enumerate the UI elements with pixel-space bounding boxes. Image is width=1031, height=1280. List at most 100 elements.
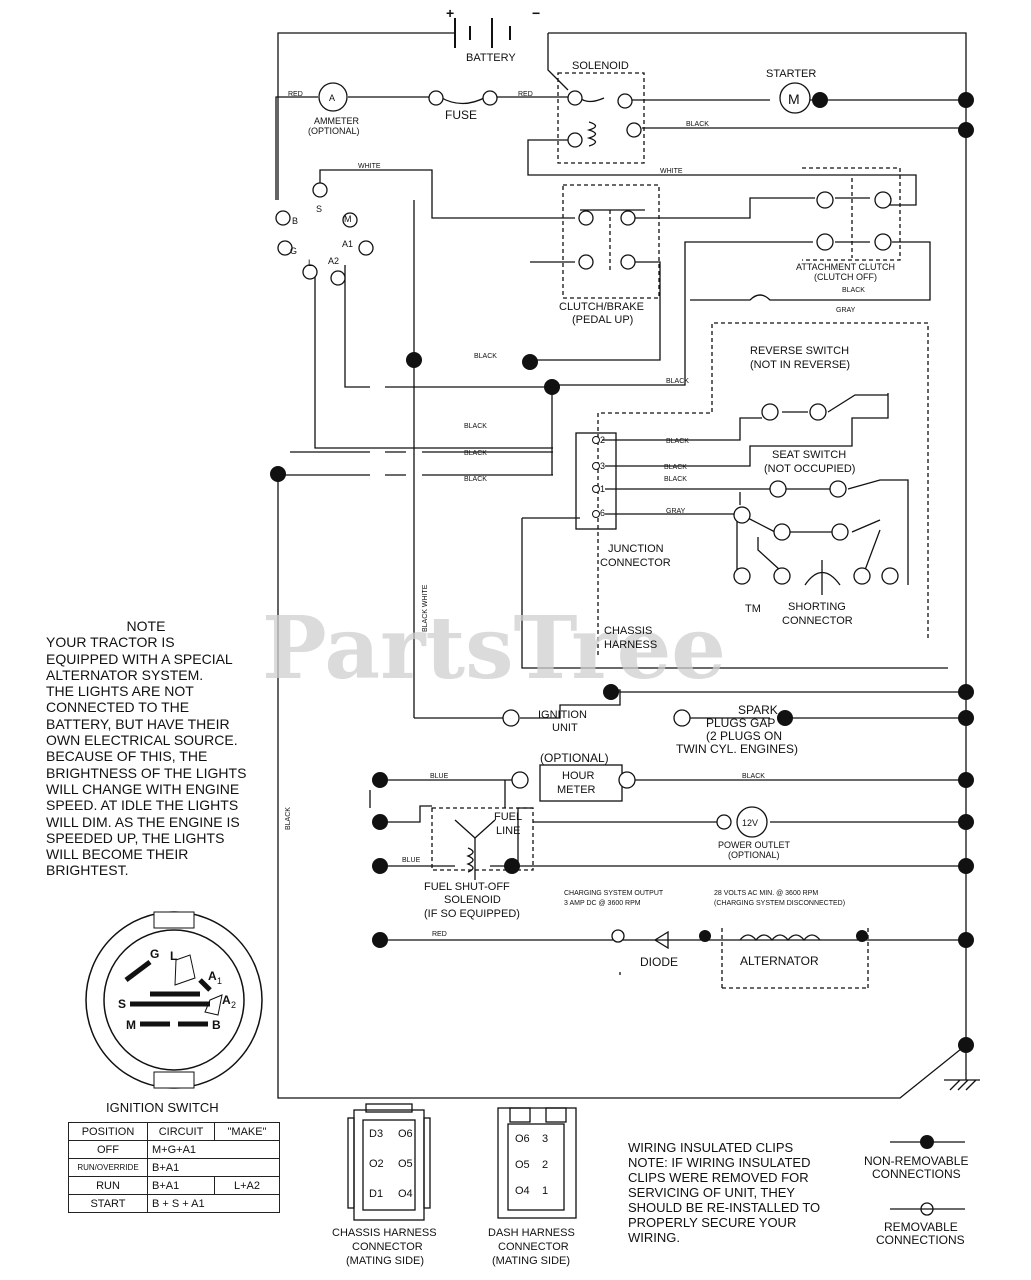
charging-output-1: CHARGING SYSTEM OUTPUT <box>564 890 664 897</box>
junction-pin-3: 3 <box>600 461 605 471</box>
row-position: RUN/OVERRIDE <box>68 1158 148 1177</box>
dash-pin-5: O4 <box>515 1185 530 1197</box>
not-in-reverse-label: (NOT IN REVERSE) <box>750 359 850 371</box>
svg-text:NOTE: IF WIRING INSULATED: NOTE: IF WIRING INSULATED <box>628 1155 811 1170</box>
junction-pin-2: 2 <box>600 435 605 445</box>
fuel-solenoid-2: SOLENOID <box>444 894 501 906</box>
switch-face-a2: A <box>222 993 231 1007</box>
svg-text:WIRING INSULATED CLIPS: WIRING INSULATED CLIPS <box>628 1140 794 1155</box>
wire-red-2: RED <box>518 91 533 98</box>
wire-white: WHITE <box>358 163 381 170</box>
charging-output-2: 3 AMP DC @ 3600 RPM <box>564 900 641 907</box>
dash-pin-1: O6 <box>515 1133 530 1145</box>
chassis-pin-6: O4 <box>398 1188 413 1200</box>
note-line: ALTERNATOR SYSTEM. <box>46 666 204 683</box>
table-row: OFF M+G+A1 <box>68 1140 280 1159</box>
term-a2: A2 <box>328 256 339 266</box>
note-line: BATTERY, BUT HAVE THEIR <box>46 715 230 732</box>
wire-black-j1: BLACK <box>664 476 687 483</box>
junction-label-1: JUNCTION <box>608 543 664 555</box>
term-l: L <box>308 258 313 268</box>
header-make: "MAKE" <box>214 1122 280 1141</box>
fuel-line-2: LINE <box>496 825 520 837</box>
starter-label: STARTER <box>766 68 816 80</box>
junction-pin-6: 6 <box>600 508 605 518</box>
shorting-label-1: SHORTING <box>788 601 846 613</box>
svg-text:CLIPS WERE REMOVED FOR: CLIPS WERE REMOVED FOR <box>628 1170 809 1185</box>
note-line: BRIGHTEST. <box>46 862 129 879</box>
term-a1: A1 <box>342 239 353 249</box>
wire-black-2: BLACK <box>666 378 689 385</box>
switch-face-m: M <box>126 1018 136 1032</box>
row-circuit: B+A1 <box>147 1158 280 1177</box>
wire-gray-att: GRAY <box>836 307 856 314</box>
watermark-brand: PartsTree <box>262 598 726 699</box>
note-line: SPEEDED UP, THE LIGHTS <box>46 829 225 846</box>
clutch-off-label: (CLUTCH OFF) <box>814 272 877 282</box>
chassis-pin-2: O6 <box>398 1128 413 1140</box>
pedal-up-label: (PEDAL UP) <box>572 314 633 326</box>
fuel-line-1: FUEL <box>494 811 522 823</box>
reverse-switch-label: REVERSE SWITCH <box>750 345 849 357</box>
wire-gray-j6: GRAY <box>666 508 686 515</box>
legend-nonremovable-1: NON-REMOVABLE <box>864 1154 968 1168</box>
row-position: RUN <box>68 1176 148 1195</box>
svg-text:SHOULD BE RE-INSTALLED TO: SHOULD BE RE-INSTALLED TO <box>628 1200 820 1215</box>
shorting-label-2: CONNECTOR <box>782 615 853 627</box>
table-row: RUN B+A1 L+A2 <box>68 1176 280 1195</box>
fuel-solenoid-3: (IF SO EQUIPPED) <box>424 908 520 920</box>
switch-face-a1: A <box>208 969 217 983</box>
battery-minus: − <box>532 5 540 21</box>
term-s: S <box>316 204 322 214</box>
dash-pin-2: 3 <box>542 1133 548 1145</box>
wire-black-3: BLACK <box>464 423 487 430</box>
chassis-label-1: CHASSIS <box>604 625 652 637</box>
legend-removable-1: REMOVABLE <box>884 1220 958 1234</box>
chassis-pin-3: O2 <box>369 1158 384 1170</box>
note-line: WILL CHANGE WITH ENGINE <box>46 780 240 797</box>
term-b: B <box>292 216 298 226</box>
dash-conn-label-3: (MATING SIDE) <box>492 1255 570 1267</box>
seat-switch-label: SEAT SWITCH <box>772 449 846 461</box>
term-m: M <box>344 214 352 224</box>
dash-conn-label-1: DASH HARNESS <box>488 1227 575 1239</box>
chassis-pin-4: O5 <box>398 1158 413 1170</box>
row-circuit: M+G+A1 <box>147 1140 280 1159</box>
ignition-switch-face <box>85 911 263 1089</box>
volts-ac-1: 28 VOLTS AC MIN. @ 3600 RPM <box>714 890 818 897</box>
note-line: WILL BECOME THEIR <box>46 846 189 863</box>
junction-label-2: CONNECTOR <box>600 557 671 569</box>
wire-black-j3: BLACK <box>664 464 687 471</box>
hour-optional: (OPTIONAL) <box>540 751 609 765</box>
spark-label-4: TWIN CYL. ENGINES) <box>676 742 798 756</box>
row-position: START <box>68 1194 148 1213</box>
svg-text:SERVICING OF UNIT, THEY: SERVICING OF UNIT, THEY <box>628 1185 795 1200</box>
watermark-tm: TM <box>745 603 761 615</box>
wire-black-4: BLACK <box>464 450 487 457</box>
fuse-label: FUSE <box>445 108 477 122</box>
wire-black-white: BLACK WHITE <box>422 584 429 632</box>
wire-black-starter: BLACK <box>686 121 709 128</box>
switch-face-b: B <box>212 1018 221 1032</box>
spark-label-3: (2 PLUGS ON <box>706 729 782 743</box>
motor-symbol: M <box>788 91 800 107</box>
legend-removable-2: CONNECTIONS <box>876 1233 965 1247</box>
note-line: BRIGHTNESS OF THE LIGHTS <box>46 764 247 781</box>
volts-ac-2: (CHARGING SYSTEM DISCONNECTED) <box>714 900 845 907</box>
alternator-note: NOTE YOUR TRACTOR IS EQUIPPED WITH A SPE… <box>46 618 276 879</box>
ammeter-label: AMMETER <box>314 116 360 126</box>
switch-face-a2-sub: 2 <box>231 1000 236 1010</box>
wiring-clips-note: WIRING INSULATED CLIPS NOTE: IF WIRING I… <box>628 1140 820 1245</box>
hour-label-1: HOUR <box>562 770 594 782</box>
chassis-pin-5: D1 <box>369 1188 383 1200</box>
ammeter-symbol: A <box>329 93 335 103</box>
row-position: OFF <box>68 1140 148 1159</box>
wire-red-1: RED <box>288 91 303 98</box>
row-circuit: B + S + A1 <box>147 1194 280 1213</box>
header-position: POSITION <box>68 1122 148 1141</box>
alternator-label: ALTERNATOR <box>740 954 819 968</box>
row-circuit: B+A1 <box>147 1176 215 1195</box>
svg-text:WIRING.: WIRING. <box>628 1230 680 1245</box>
dash-conn-label-2: CONNECTOR <box>498 1241 569 1253</box>
note-line: THE LIGHTS ARE NOT <box>46 683 194 700</box>
